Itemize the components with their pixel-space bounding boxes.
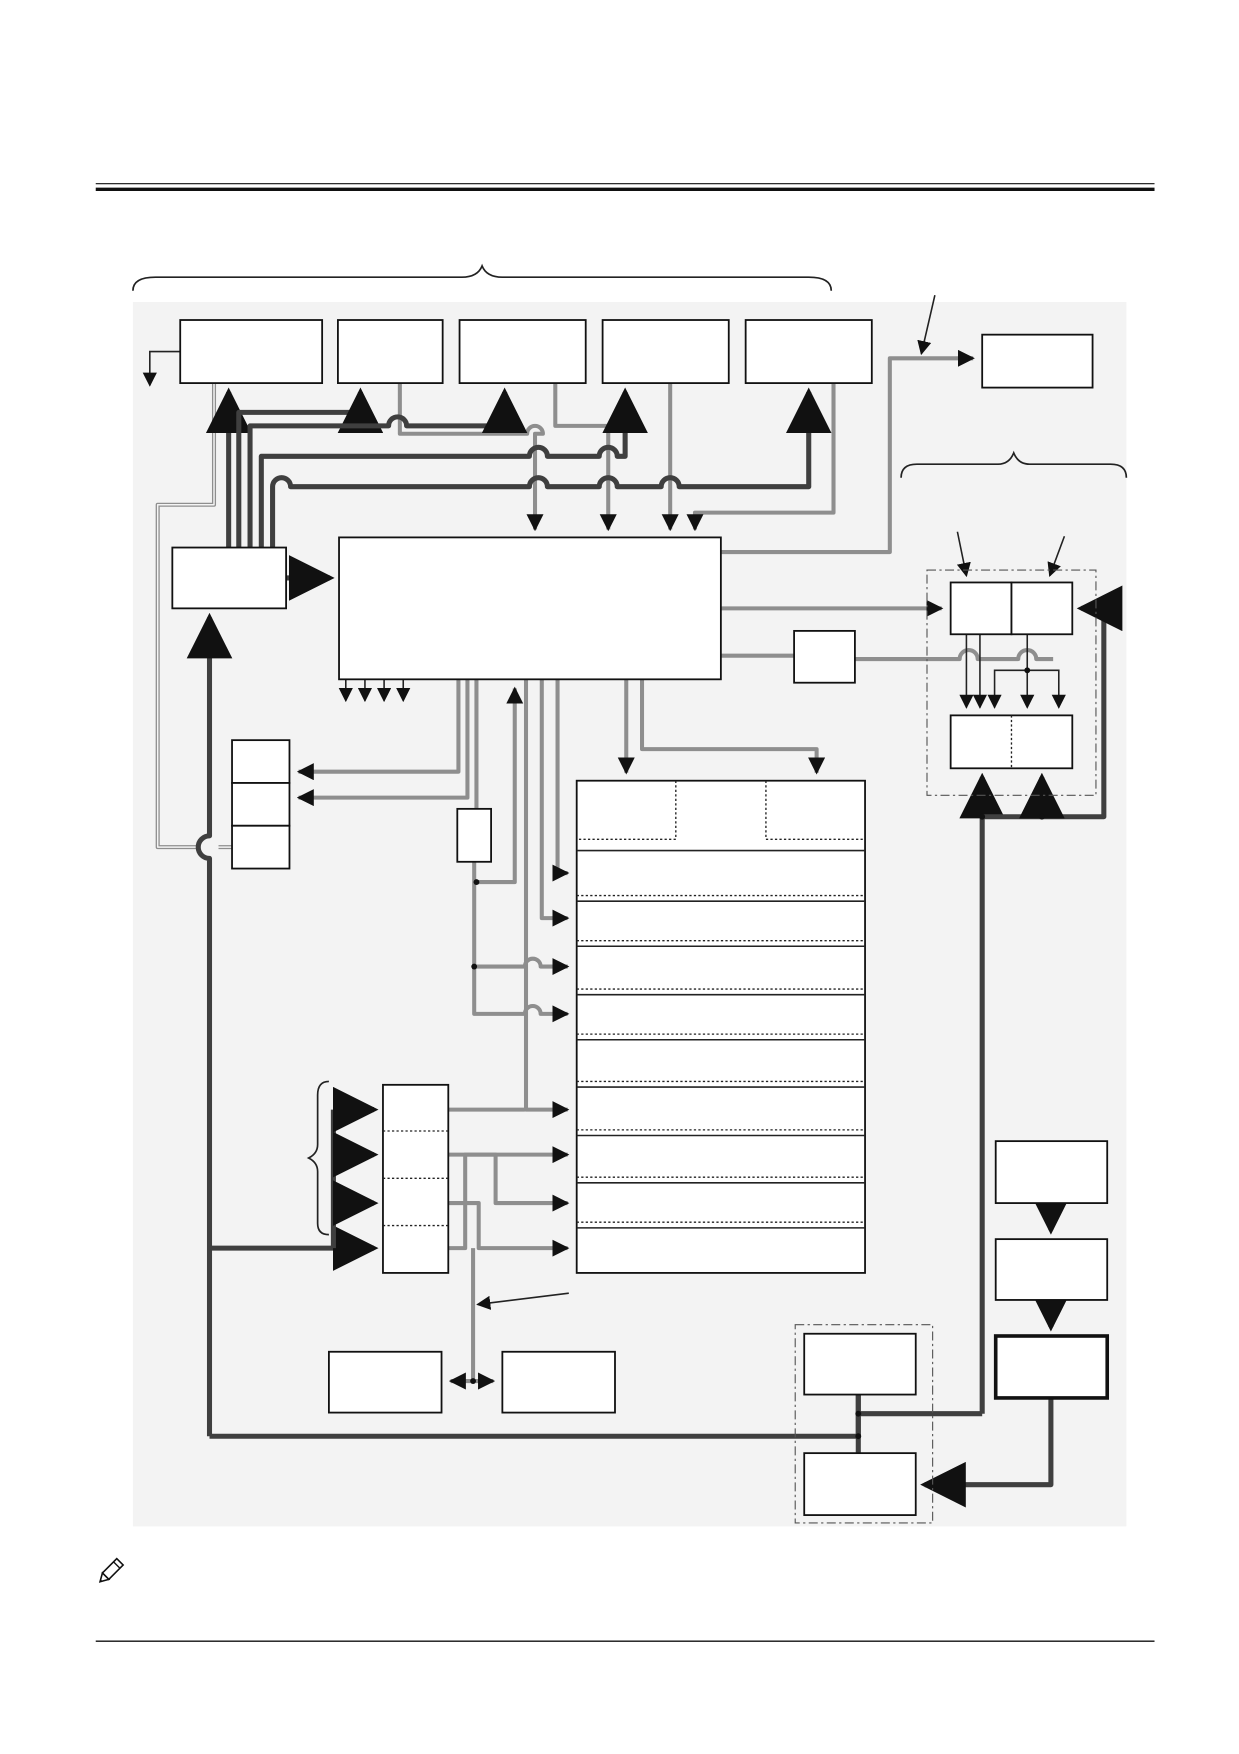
top-block-1 (179, 319, 324, 384)
bottom-right-group-frame (794, 1324, 934, 1524)
bus-resistor-to-main (474, 686, 524, 885)
small-side-block (793, 629, 856, 684)
right-column-block-2 (994, 1238, 1109, 1301)
pointer-arrow-bottom (476, 1292, 569, 1310)
bottom-left-block (327, 1350, 443, 1414)
bus-main-to-right-top-box (720, 349, 975, 555)
bus-box1-to-stack-inner (156, 383, 233, 848)
right-group-frame (926, 569, 1097, 796)
right-group-down-3 (987, 669, 1028, 709)
junction-dot (855, 1410, 862, 1417)
bus-small-box-to-right (854, 648, 1054, 662)
right-upper-block-b (1010, 581, 1074, 636)
top-block-2 (337, 319, 444, 384)
left-stack-block-3 (231, 824, 291, 870)
right-upper-block-a (949, 581, 1013, 636)
bus-main-to-stack-2 (296, 679, 470, 807)
memory-area-top-left (576, 780, 677, 840)
junction-dot (470, 1378, 477, 1384)
right-column-block-1 (994, 1140, 1109, 1204)
right-brace (900, 450, 1128, 478)
dark-bus-lines (186, 387, 1123, 1508)
main-processor-block (338, 536, 722, 681)
dark-line-to-box2 (236, 387, 384, 548)
top-right-block (981, 333, 1094, 389)
left-stack-block-1 (231, 739, 291, 784)
pointer-arrow-right-2 (1047, 536, 1066, 578)
resistor-block (456, 807, 492, 863)
junction-dot (1024, 667, 1031, 674)
right-group-down-5 (1027, 669, 1066, 709)
dark-line-left-vertical (186, 612, 233, 1437)
pencil-icon (98, 1557, 125, 1583)
junction-dot (855, 1433, 862, 1440)
top-block-4 (601, 319, 730, 384)
pointer-arrow-right-1 (956, 531, 971, 578)
dark-line-right-vertical (858, 777, 982, 1417)
junction-dot (471, 963, 478, 970)
bus-main-to-mem-row2 (539, 679, 570, 927)
pointer-arrow-top (917, 295, 936, 356)
dark-line-col-3-to-group (920, 1397, 1054, 1508)
junction-dot (979, 813, 986, 820)
top-brace (132, 263, 833, 291)
bus-stack-to-mem-4 (448, 1146, 570, 1251)
bus-main-to-mem-top-right (639, 679, 826, 775)
memory-area-top-right (765, 780, 866, 840)
bottom-right-lower-block (803, 1452, 917, 1516)
bus-main-to-mem-row1 (552, 679, 570, 882)
top-block-5 (744, 319, 873, 384)
dark-line-to-box4 (258, 387, 648, 548)
bus-main-to-stack-1 (296, 679, 461, 781)
memory-map (575, 779, 866, 1274)
top-block-3 (458, 319, 587, 384)
bus-main-down-long (523, 679, 570, 1119)
bottom-right-upper-block (803, 1332, 917, 1396)
bus-box5-to-main (686, 383, 836, 532)
right-lower-block (949, 714, 1074, 770)
bottom-center-block (501, 1350, 616, 1414)
right-column-block-3 (993, 1334, 1110, 1400)
dark-line-to-box5 (270, 387, 832, 548)
bus-box2-to-main (397, 383, 545, 532)
memory-map-frame (575, 779, 866, 1274)
box1-side-arrow (142, 350, 181, 387)
junction-dot (473, 879, 480, 885)
left-control-block (171, 546, 287, 610)
dark-line-to-box3 (247, 387, 528, 548)
thin-lines (142, 295, 1066, 1310)
left-stack-block-2 (231, 782, 291, 827)
left-small-brace (306, 1080, 329, 1236)
junction-dot (1038, 813, 1045, 820)
